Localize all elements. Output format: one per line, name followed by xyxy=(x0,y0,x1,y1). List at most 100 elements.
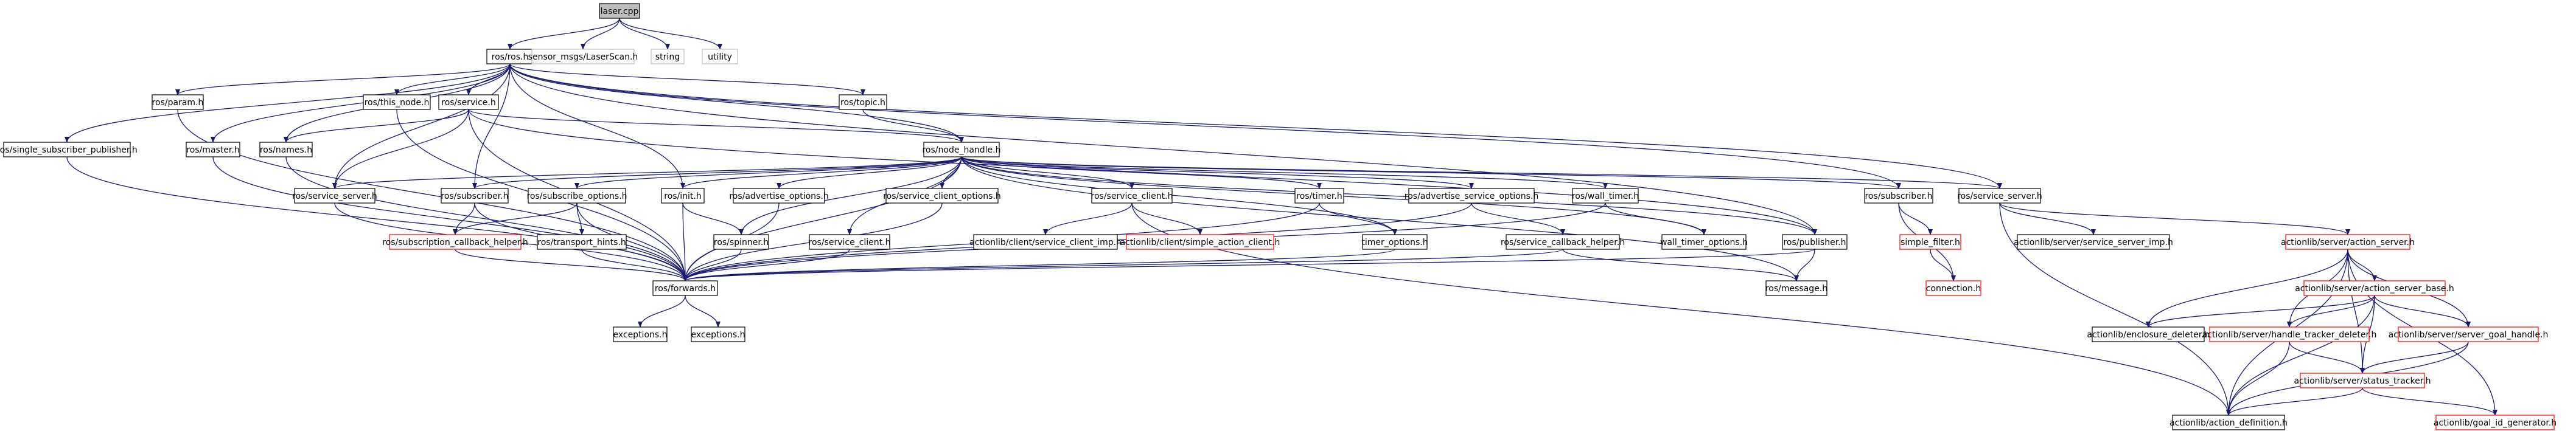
node-box xyxy=(1572,188,1639,204)
node-ros-message-h[interactable]: ros/message.h xyxy=(1765,280,1827,296)
node-box xyxy=(2092,326,2205,342)
node-ros-wall-timer-h[interactable]: ros/wall_timer.h xyxy=(1572,188,1639,204)
node-box xyxy=(1091,188,1173,204)
node-label: ros/advertise_options.h xyxy=(729,191,828,201)
node-label: ros/names.h xyxy=(260,145,312,155)
node-ros-timer-h[interactable]: ros/timer.h xyxy=(1294,188,1344,204)
node-label: ros/advertise_service_options.h xyxy=(1405,191,1538,201)
node-ros-service-server-h-a[interactable]: ros/service_server.h xyxy=(292,188,377,204)
node-box xyxy=(537,234,627,250)
node-ros-service-client-h-a[interactable]: ros/service_client.h xyxy=(1091,188,1173,204)
node-ros-master-h[interactable]: ros/master.h xyxy=(186,142,240,157)
edge-actionlib_server_handle_tracker_deleter_h-to-actionlib_action_definition_h xyxy=(2226,341,2290,416)
edge-actionlib_server_handle_tracker_deleter_h-to-actionlib_server_status_tracker_h xyxy=(2289,341,2365,374)
node-box xyxy=(2398,326,2539,342)
node-box xyxy=(713,234,769,250)
node-ros-ros-h[interactable]: ros/ros.h xyxy=(486,49,534,64)
node-ros-spinner-h[interactable]: ros/spinner.h xyxy=(713,234,769,250)
node-label: string xyxy=(655,52,680,62)
node-box xyxy=(613,326,668,342)
edge-ros_ros_h-to-ros_node_handle_h xyxy=(509,63,964,143)
node-ros-this-node-h[interactable]: ros/this_node.h xyxy=(363,94,431,110)
node-ros-service-callback-helper-h[interactable]: ros/service_callback_helper.h xyxy=(1501,234,1625,250)
node-ros-subscriber-h-b[interactable]: ros/subscriber.h xyxy=(1864,188,1933,204)
node-box xyxy=(1408,188,1535,204)
edge-ros_ros_h-to-ros_subscriber_h_b xyxy=(509,63,1901,189)
node-box xyxy=(1899,234,1961,250)
node-actionlib-goal-id-generator-h[interactable]: actionlib/goal_id_generator.h xyxy=(2434,415,2557,430)
node-actionlib-server-server-goal-handle-h[interactable]: actionlib/server/server_goal_handle.h xyxy=(2389,326,2549,342)
node-box xyxy=(809,234,890,250)
edge-actionlib_server_action_server_base_h-to-actionlib_action_definition_h xyxy=(2226,295,2375,416)
node-box xyxy=(152,94,204,110)
node-ros-init-h[interactable]: ros/init.h xyxy=(661,188,705,204)
edge-actionlib_server_status_tracker_h-to-actionlib_goal_id_generator_h xyxy=(2362,387,2497,416)
node-ros-topic-h[interactable]: ros/topic.h xyxy=(839,94,887,110)
node-ros-forwards-h[interactable]: ros/forwards.h xyxy=(652,280,718,296)
edge-ros_service_h-to-ros_names_h xyxy=(284,109,469,143)
node-ros-publisher-h[interactable]: ros/publisher.h xyxy=(1782,234,1848,250)
node-sensor-msgs-laserscan-h[interactable]: sensor_msgs/LaserScan.h xyxy=(528,49,638,64)
edge-ros_node_handle_h-to-ros_wall_timer_h xyxy=(961,156,1608,189)
node-actionlib-server-handle-tracker-deleter-h[interactable]: actionlib/server/handle_tracker_deleter.… xyxy=(2202,326,2377,342)
node-actionlib-enclosure-deleter-h[interactable]: actionlib/enclosure_deleter.h xyxy=(2087,326,2210,342)
node-ros-service-server-h-b[interactable]: ros/service_server.h xyxy=(1957,188,2042,204)
edge-ros_publisher_h-to-ros_forwards_h xyxy=(683,249,1815,281)
edge-ros_node_handle_h-to-ros_forwards_h xyxy=(683,156,962,281)
edge-ros_forwards_h-to-exceptions_h_a xyxy=(638,295,686,328)
node-actionlib-server-action-server-base-h[interactable]: actionlib/server/action_server_base.h xyxy=(2295,280,2454,296)
edge-timer_options_h-to-ros_forwards_h xyxy=(683,249,1395,281)
node-ros-transport-hints-h[interactable]: ros/transport_hints.h xyxy=(537,234,627,250)
node-ros-advertise-service-options-h[interactable]: ros/advertise_service_options.h xyxy=(1405,188,1538,204)
node-label: exceptions.h xyxy=(691,330,745,340)
node-timer-options-h[interactable]: timer_options.h xyxy=(1361,234,1428,250)
node-label: ros/service_client.h xyxy=(809,238,891,247)
node-ros-subscribe-options-h[interactable]: ros/subscribe_options.h xyxy=(526,188,627,204)
node-label: ros/spinner.h xyxy=(714,238,769,247)
node-label: ros/service_server.h xyxy=(1957,191,2042,201)
node-actionlib-client-service-client-imp-h[interactable]: actionlib/client/service_client_imp.h xyxy=(969,234,1122,250)
node-ros-subscription-callback-helper-h[interactable]: ros/subscription_callback_helper.h xyxy=(382,234,528,250)
node-label: ros/timer.h xyxy=(1296,191,1342,201)
node-simple-filter-h[interactable]: simple_filter.h xyxy=(1899,234,1961,250)
node-label: ros/subscriber.h xyxy=(441,191,508,201)
node-connection-h[interactable]: connection.h xyxy=(1925,280,1981,296)
node-ros-names-h[interactable]: ros/names.h xyxy=(259,142,313,157)
node-box xyxy=(1506,234,1620,250)
edge-ros_ros_h-to-ros_param_h xyxy=(175,63,511,95)
node-actionlib-server-action-server-h[interactable]: actionlib/server/action_server.h xyxy=(2281,234,2415,250)
node-actionlib-action-definition-h[interactable]: actionlib/action_definition.h xyxy=(2169,415,2288,430)
node-exceptions-h-b[interactable]: exceptions.h xyxy=(691,326,745,342)
edge-ros_ros_h-to-ros_single_subscriber_publisher_h xyxy=(65,63,511,143)
node-box xyxy=(973,234,1118,250)
node-actionlib-server-service-server-imp-h[interactable]: actionlib/server/service_server_imp.h xyxy=(2014,234,2173,250)
node-ros-service-client-h-b[interactable]: ros/service_client.h xyxy=(809,234,891,250)
node-string[interactable]: string xyxy=(651,49,685,64)
node-box xyxy=(528,188,626,204)
node-label: ros/service_client.h xyxy=(1091,191,1173,201)
node-label: simple_filter.h xyxy=(1901,238,1960,247)
node-ros-param-h[interactable]: ros/param.h xyxy=(152,94,204,110)
node-label: actionlib/server/service_server_imp.h xyxy=(2014,238,2173,247)
node-box xyxy=(294,188,375,204)
node-ros-subscriber-h-a[interactable]: ros/subscriber.h xyxy=(441,188,509,204)
node-box xyxy=(2435,415,2555,430)
node-label: ros/this_node.h xyxy=(365,98,430,108)
node-ros-single-subscriber-publisher-h[interactable]: ros/single_subscriber_publisher.h xyxy=(0,142,138,157)
node-ros-advertise-options-h[interactable]: ros/advertise_options.h xyxy=(729,188,829,204)
node-label: ros/subscribe_options.h xyxy=(526,191,627,201)
node-ros-service-client-options-h[interactable]: ros/service_client_options.h xyxy=(883,188,1001,204)
edge-laser_cpp-to-string xyxy=(619,18,670,50)
node-ros-node-handle-h[interactable]: ros/node_handle.h xyxy=(922,142,1001,157)
edge-ros_node_handle_h-to-ros_subscribe_options_h xyxy=(574,156,962,189)
node-actionlib-client-simple-action-client-h[interactable]: actionlib/client/simple_action_client.h xyxy=(1120,234,1280,250)
node-ros-service-h[interactable]: ros/service.h xyxy=(438,94,499,110)
node-utility[interactable]: utility xyxy=(702,49,738,64)
node-actionlib-server-status-tracker-h[interactable]: actionlib/server/status_tracker.h xyxy=(2294,373,2431,388)
edge-ros_node_handle_h-to-timer_options_h xyxy=(961,156,1397,235)
node-exceptions-h-a[interactable]: exceptions.h xyxy=(613,326,668,342)
edge-ros_wall_timer_h-to-wall_timer_options_h xyxy=(1605,202,1706,235)
node-wall-timer-options-h[interactable]: wall_timer_options.h xyxy=(1660,234,1748,250)
node-box xyxy=(651,49,685,64)
edge-ros_ros_h-to-ros_master_h xyxy=(211,63,511,143)
